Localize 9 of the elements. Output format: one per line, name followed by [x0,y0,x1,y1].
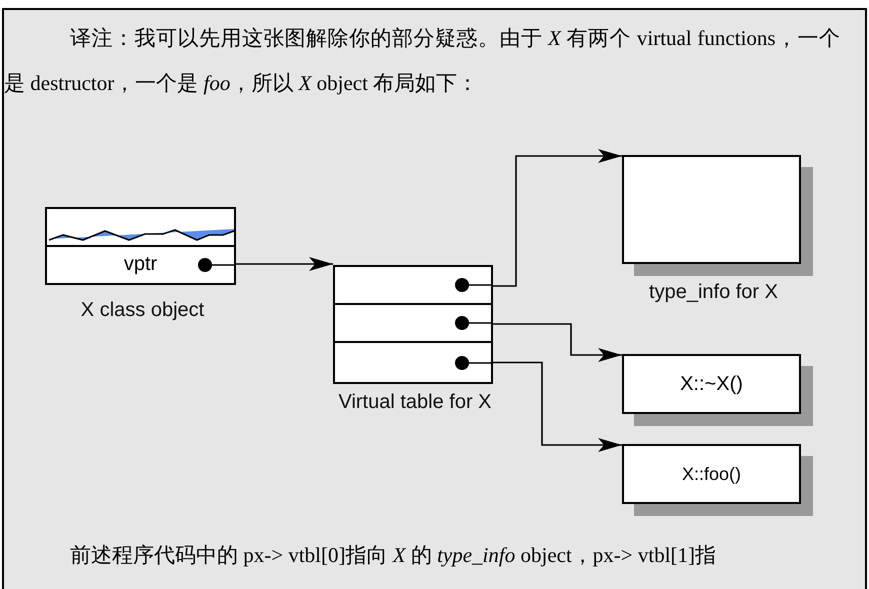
paragraph: 译注：我可以先用这张图解除你的部分疑惑。由于 X 有两个 virtual functions，一个是 destructor，一个是 foo，所以 X object 布局如下： [4,25,840,97]
arrow [491,149,622,287]
paragraph: 前述程序代码中的 px-> vtbl[0]指向 X 的 type_info object，px-> vtbl[1]指 [69,542,718,569]
arrow [491,323,622,362]
arrow [491,362,622,452]
node-label: type_info for X [648,280,779,305]
arrow [234,257,333,271]
node-label: X class object [80,298,206,323]
node-label: Virtual table for X [337,390,493,415]
